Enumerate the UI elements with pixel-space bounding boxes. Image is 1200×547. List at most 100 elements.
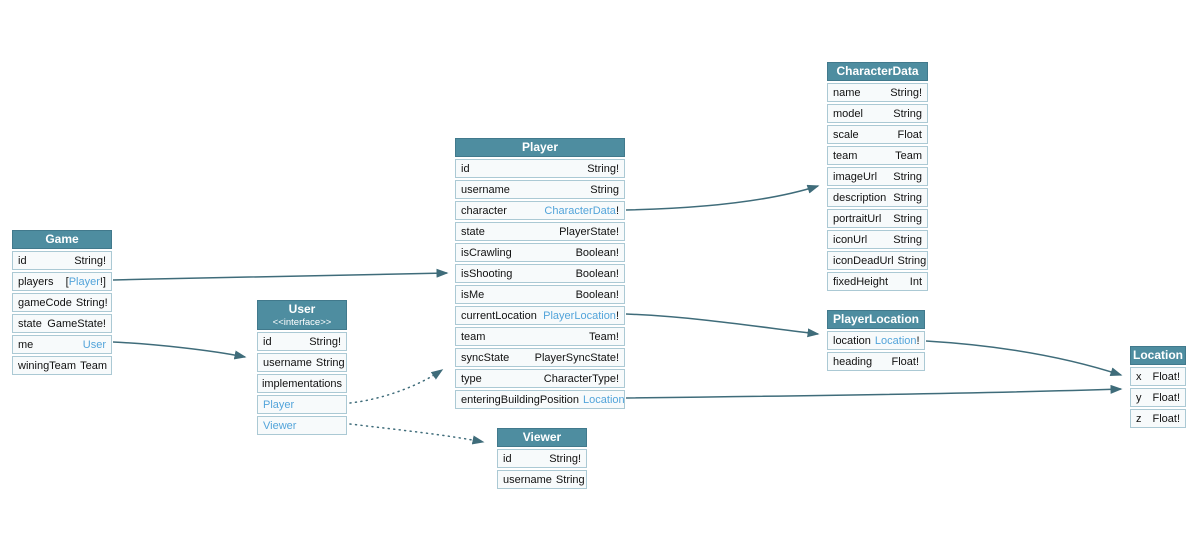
field-row[interactable]: players[Player!] [12, 272, 112, 291]
type-scalar: Team [80, 359, 107, 372]
type-scalar: String [893, 191, 922, 204]
field-row[interactable]: syncState PlayerSyncState! [455, 348, 625, 367]
field-name: character [461, 204, 507, 217]
field-row[interactable]: location Location! [827, 331, 925, 350]
type-scalar: String [315, 356, 345, 369]
field-type: String [556, 474, 585, 486]
type-scalar: String [893, 233, 922, 246]
type-scalar: Boolean! [575, 246, 619, 259]
table-header[interactable]: PlayerLocation [827, 310, 925, 329]
field-name: me [18, 338, 34, 351]
field-type: Float! [1152, 392, 1180, 404]
type-scalar: String! [587, 162, 619, 175]
field-name: type [461, 372, 482, 385]
type-link[interactable]: Player [68, 275, 100, 288]
type-link[interactable]: PlayerLocation [543, 309, 616, 322]
table-header[interactable]: Viewer [497, 428, 587, 447]
field-row[interactable]: Player [257, 395, 347, 414]
field-type: Float! [1152, 413, 1180, 425]
table-header[interactable]: Location [1130, 346, 1186, 365]
type-link[interactable]: Location [874, 334, 917, 347]
field-type: Location! [875, 335, 920, 347]
field-row[interactable]: Viewer [257, 416, 347, 435]
table-header[interactable]: Player [455, 138, 625, 157]
field-name: id [503, 452, 512, 465]
edge-player-character-to-characterdata [625, 184, 820, 211]
field-name[interactable]: Viewer [263, 419, 297, 432]
field-name: syncState [461, 351, 510, 364]
field-name: portraitUrl [833, 212, 882, 225]
field-name[interactable]: Player [263, 398, 295, 411]
type-link[interactable]: CharacterData [544, 204, 616, 217]
field-row[interactable]: me User [12, 335, 112, 354]
field-type: String [898, 255, 927, 267]
field-name: gameCode [18, 296, 72, 309]
table-title: Game [45, 232, 79, 246]
field-row[interactable]: portraitUrl String [827, 209, 928, 228]
type-link[interactable]: Location [583, 393, 625, 406]
field-type: GameState! [47, 318, 106, 330]
field-name: winingTeam [18, 359, 77, 372]
type-link[interactable]: User [82, 338, 106, 351]
field-type: Float! [1152, 371, 1180, 383]
table-header[interactable]: Game [12, 230, 112, 249]
field-name: location [833, 334, 871, 347]
field-type: String! [890, 87, 922, 99]
field-type: String! [74, 255, 106, 267]
field-type: PlayerSyncState! [535, 352, 619, 364]
table-header[interactable]: CharacterData [827, 62, 928, 81]
field-name: isShooting [461, 267, 513, 280]
type-scalar: Float [897, 128, 922, 141]
type-scalar: String! [75, 296, 108, 309]
table-header[interactable]: User<<interface>> [257, 300, 347, 330]
type-scalar: String [897, 254, 927, 267]
type-scalar: String! [74, 254, 106, 267]
type-scalar: Float! [891, 355, 919, 368]
type-part: [ [65, 275, 69, 288]
type-part: !] [99, 275, 106, 288]
field-type: Float! [891, 356, 919, 368]
type-scalar: String [893, 212, 922, 225]
field-type: Team [895, 150, 922, 162]
type-scalar: String! [309, 335, 341, 348]
